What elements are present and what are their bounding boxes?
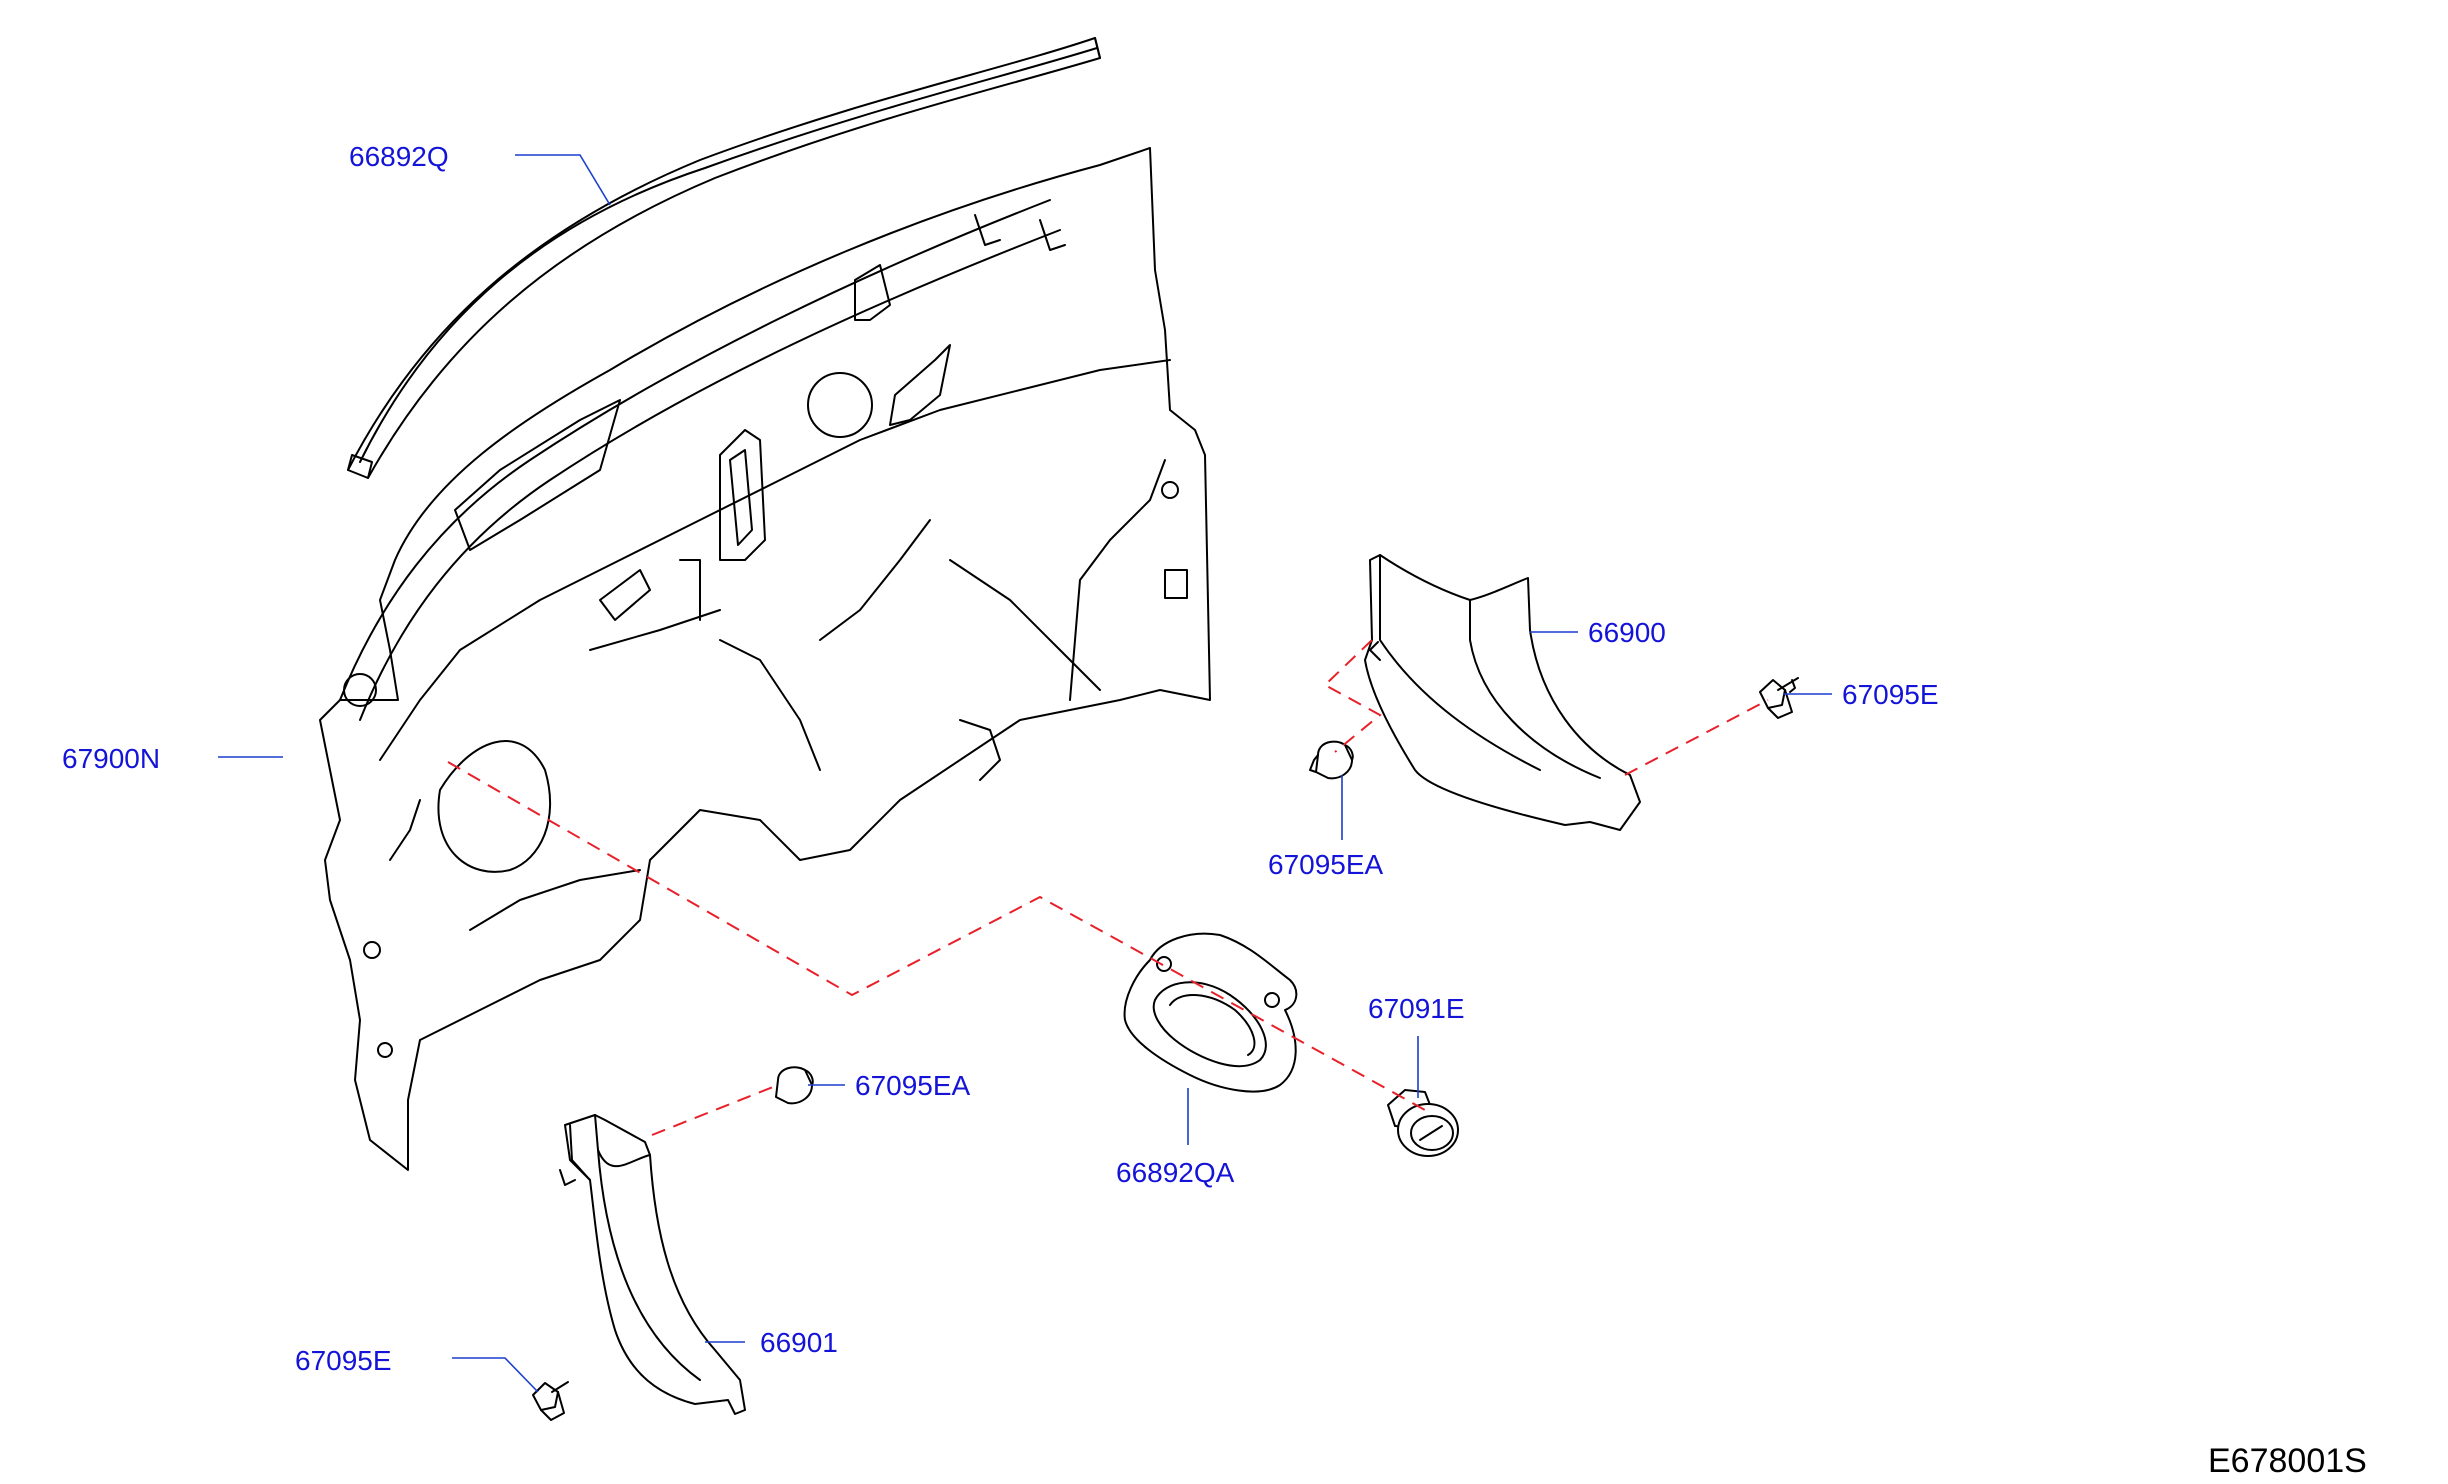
diagram-reference-code: E678001S (2208, 1442, 2367, 1480)
label-grommet-seal[interactable]: 66892QA (1116, 1157, 1235, 1188)
label-side-cover-right[interactable]: 66900 (1588, 617, 1666, 648)
clip-right-part[interactable] (1309, 740, 1354, 780)
clip-left-part[interactable] (775, 1066, 814, 1105)
screw-right-part[interactable] (1759, 677, 1799, 719)
label-grommet[interactable]: 67091E (1368, 993, 1465, 1024)
label-clip-right[interactable]: 67095EA (1268, 849, 1384, 880)
label-screw-left[interactable]: 67095E (295, 1345, 392, 1376)
label-clip-left[interactable]: 67095EA (855, 1070, 971, 1101)
label-weatherstrip[interactable]: 66892Q (349, 141, 449, 172)
assembly-line-clip-right (1323, 639, 1382, 753)
grommet-seal-part[interactable] (1123, 932, 1298, 1093)
label-dash-insulator[interactable]: 67900N (62, 743, 160, 774)
side-cover-right-part[interactable] (1364, 554, 1641, 831)
weatherstrip-part[interactable] (347, 37, 1101, 479)
grommet-part[interactable] (1387, 1089, 1459, 1157)
assembly-line-grommet (447, 761, 1426, 1111)
screw-left-part[interactable] (532, 1381, 569, 1421)
assembly-line-screw-right (1624, 699, 1769, 776)
side-cover-left-part[interactable] (559, 1114, 746, 1415)
label-side-cover-left[interactable]: 66901 (760, 1327, 838, 1358)
leader-67095E-left (452, 1357, 539, 1393)
label-screw-right[interactable]: 67095E (1842, 679, 1939, 710)
assembly-line-clip-left (651, 1084, 779, 1136)
dash-insulator-part[interactable] (319, 147, 1211, 1171)
leader-66892Q (515, 154, 611, 206)
